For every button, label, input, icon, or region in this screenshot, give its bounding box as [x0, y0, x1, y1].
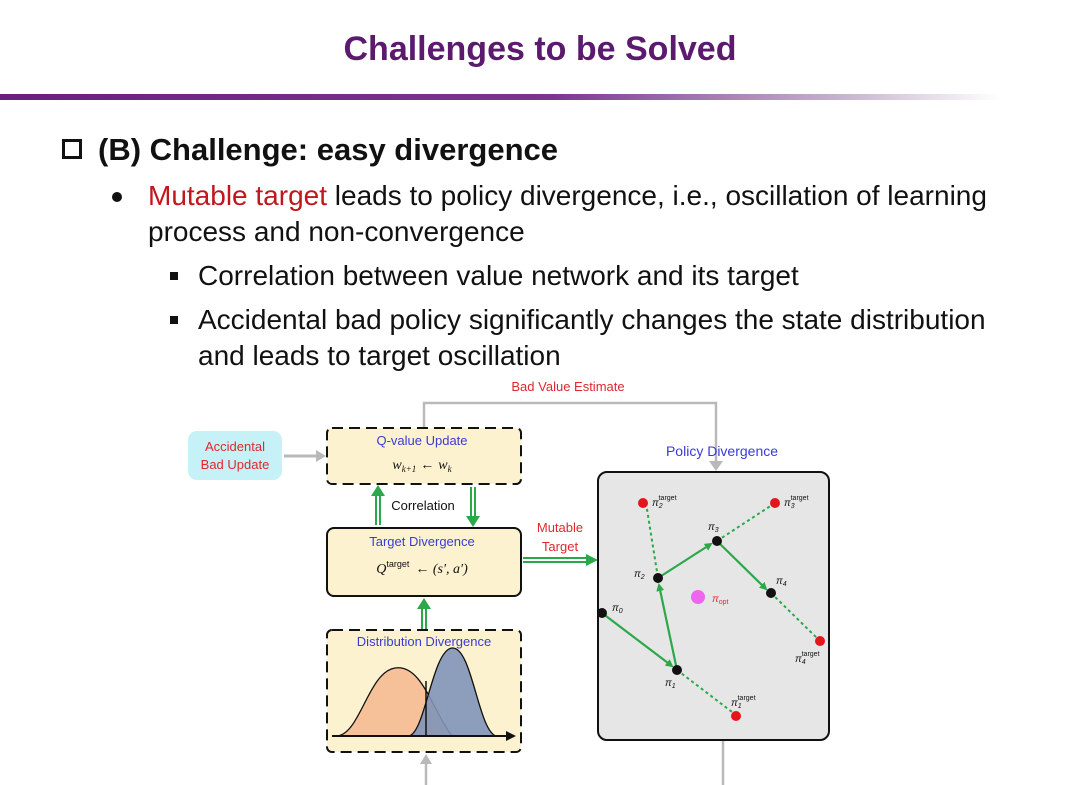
policy-trajectory [601, 540, 768, 671]
sub-bullet-text: Accidental bad policy significantly chan… [198, 304, 986, 371]
target-divergence-title: Target Divergence [369, 534, 475, 549]
section-heading: (B) Challenge: easy divergence [62, 132, 558, 168]
accidental-line1: Accidental [205, 439, 265, 454]
title-divider [0, 94, 1000, 100]
mutable-label-line1: Mutable [537, 520, 583, 535]
correlation-label: Correlation [391, 498, 455, 513]
target-point-pi4 [815, 636, 825, 646]
accidental-line2: Bad Update [201, 457, 270, 472]
target-point-pi1 [731, 711, 741, 721]
bad-value-estimate-path [422, 401, 718, 463]
policy-point-pi4 [766, 588, 776, 598]
policy-point-pi1 [672, 665, 682, 675]
hollow-square-bullet-icon [62, 139, 82, 159]
slide-title: Challenges to be Solved [343, 30, 737, 68]
target-formula: Qtarget← (s′, a′) [376, 559, 468, 577]
heading-text: (B) Challenge: easy divergence [98, 132, 558, 167]
label-pi0: π0 [612, 603, 623, 615]
label-pi-opt: πopt [712, 594, 728, 606]
main-bullet-text: Mutable target leads to policy divergenc… [148, 178, 1008, 250]
label-pi4-target: π4target [795, 651, 820, 666]
new-distribution-curve [407, 647, 497, 737]
bad-value-estimate-label: Bad Value Estimate [511, 379, 624, 394]
target-point-pi2 [638, 498, 648, 508]
target-point-pi3 [770, 498, 780, 508]
arrow-head-icon [316, 450, 326, 462]
label-pi2-target: π2target [652, 495, 677, 510]
target-divergence-box [326, 527, 522, 597]
mutable-label-line2: Target [542, 539, 579, 554]
accidental-bad-update-box [188, 431, 282, 480]
label-pi1: π1 [665, 678, 676, 690]
policy-point-pi2 [653, 573, 663, 583]
square-bullet-icon [170, 316, 178, 324]
policy-point-pi0 [597, 608, 607, 618]
square-bullet-icon [170, 272, 178, 280]
policy-divergence-panel [597, 471, 830, 741]
label-pi3-target: π3target [784, 495, 809, 510]
round-bullet-icon [112, 192, 122, 202]
q-value-formula: wk+1←wk [392, 456, 452, 474]
main-bullet-rest: leads to policy divergence, i.e., oscill… [148, 180, 987, 247]
label-pi4: π4 [776, 576, 787, 588]
policy-divergence-title: Policy Divergence [666, 443, 778, 459]
mutable-target-highlight: Mutable target [148, 180, 327, 211]
q-value-update-box [326, 427, 522, 485]
label-pi3: π3 [708, 522, 719, 534]
q-value-update-title: Q-value Update [376, 433, 467, 448]
target-links [645, 502, 821, 716]
distribution-divergence-title: Distribution Divergence [357, 634, 491, 649]
sub-bullet-text: Correlation between value network and it… [198, 260, 799, 291]
optimal-policy-point [691, 590, 705, 604]
label-pi1-target: π1target [731, 695, 756, 710]
arrow-head-icon [709, 461, 723, 471]
label-pi2: π2 [634, 569, 645, 581]
policy-point-pi3 [712, 536, 722, 546]
